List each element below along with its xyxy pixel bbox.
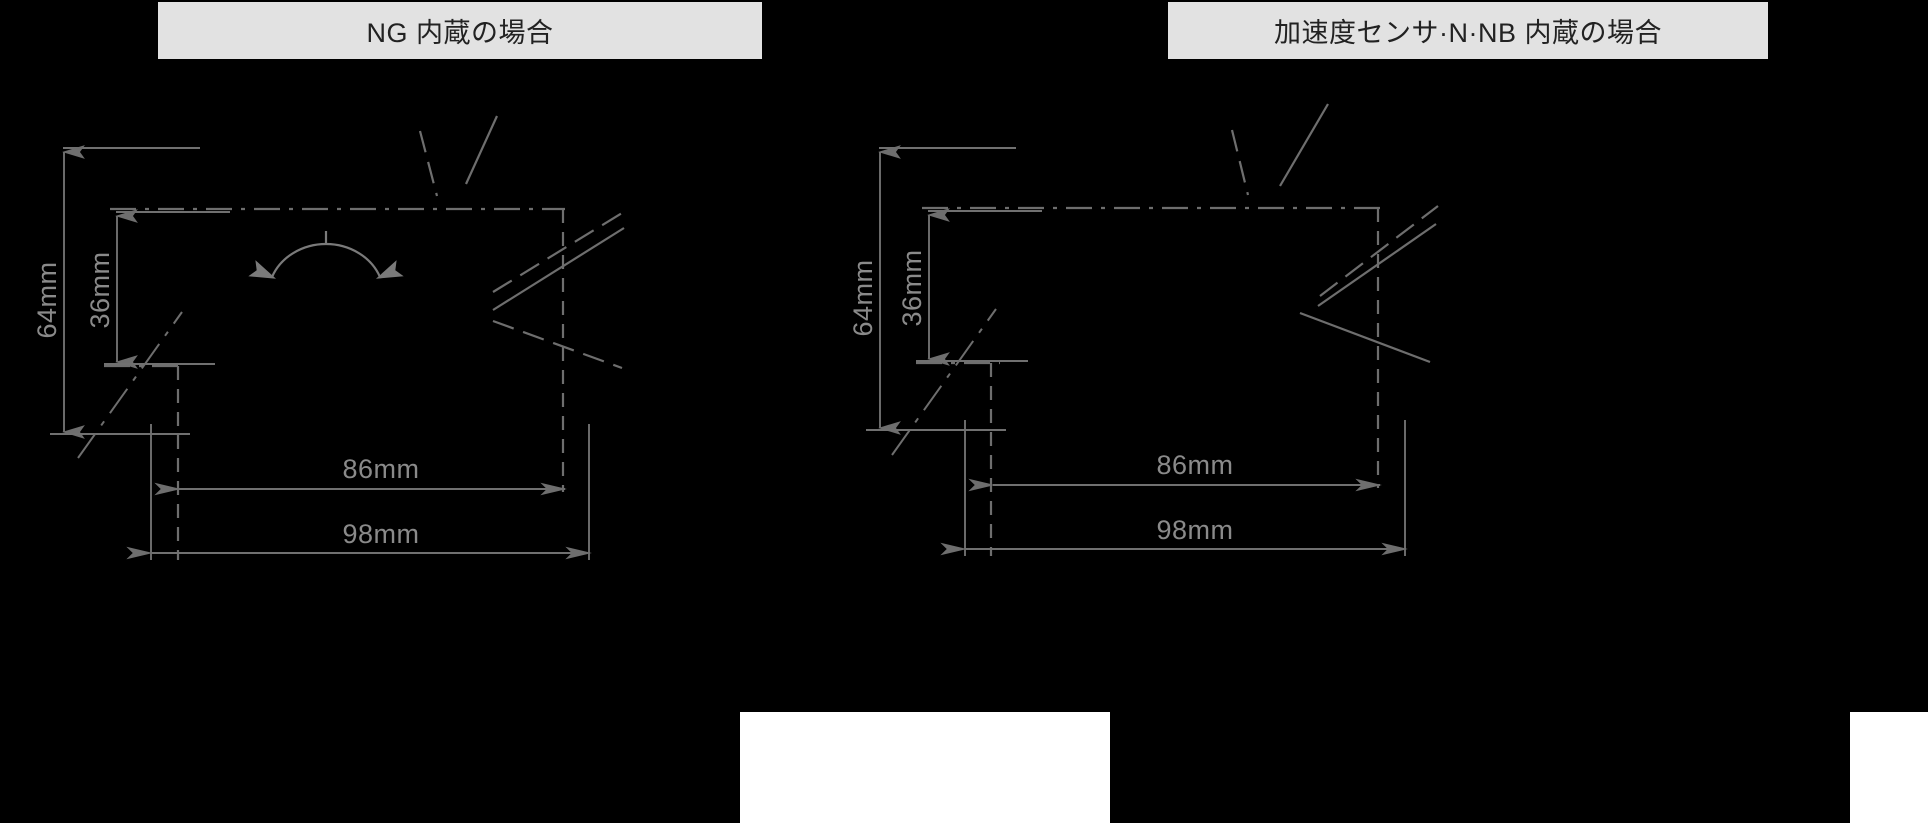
- panel-header-left: NG 内蔵の場合: [158, 2, 762, 59]
- panel-header-left-label: NG 内蔵の場合: [366, 18, 554, 48]
- panel-header-right-label: 加速度センサ·N·NB 内蔵の場合: [1274, 18, 1662, 48]
- leader-line-upper-solid: [1279, 103, 1329, 187]
- leader-line-upper-solid: [464, 115, 499, 185]
- dimension-label-86mm: 86mm: [1156, 450, 1233, 480]
- technical-drawing-right: 64mm 36mm 86mm: [848, 0, 1928, 823]
- leader-line-right-upper: [492, 212, 623, 293]
- white-panel-right: [1850, 712, 1928, 823]
- dimension-label-36mm: 36mm: [85, 251, 115, 328]
- leader-line-right-middle: [1317, 223, 1437, 307]
- leader-line-upper-dashed: [1230, 129, 1250, 196]
- leader-line-right-upper: [1319, 205, 1439, 297]
- dimension-label-98mm: 98mm: [1156, 515, 1233, 545]
- dimension-label-64mm: 64mm: [32, 261, 62, 338]
- dimension-label-86mm: 86mm: [342, 454, 419, 484]
- rotation-arc-icon: [248, 242, 404, 279]
- panel-header-right: 加速度センサ·N·NB 内蔵の場合: [1168, 2, 1768, 59]
- leader-line-right-middle: [492, 227, 625, 311]
- dimension-label-64mm: 64mm: [848, 259, 878, 336]
- section-line-diagonal: [891, 308, 997, 456]
- dimension-label-36mm: 36mm: [897, 249, 927, 326]
- section-line-diagonal: [77, 311, 183, 459]
- dimension-label-98mm: 98mm: [342, 519, 419, 549]
- technical-drawing-left: 64mm 36mm: [0, 0, 860, 823]
- white-panel-center: [740, 712, 1110, 823]
- leader-line-upper-dashed: [418, 130, 439, 197]
- leader-line-right-lower: [492, 319, 623, 370]
- leader-line-right-lower: [1299, 311, 1431, 364]
